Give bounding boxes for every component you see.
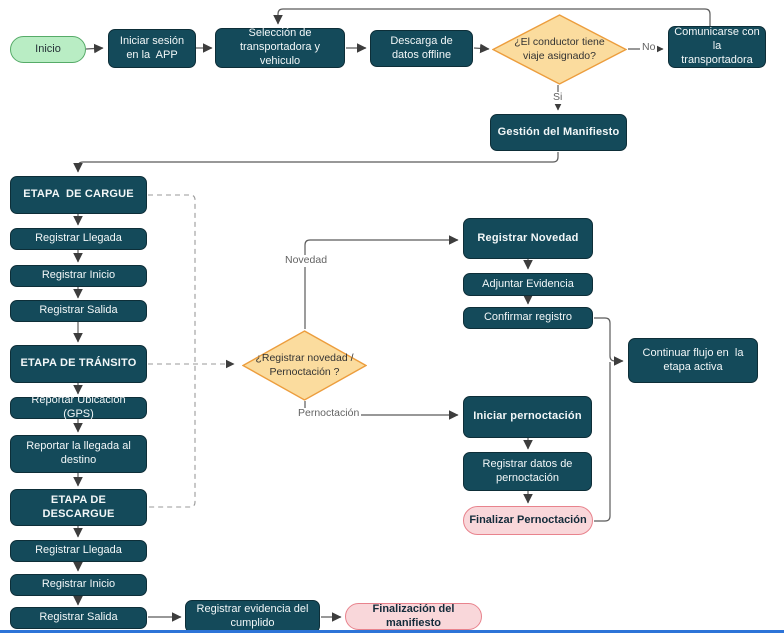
node-reg-llegada-1: Registrar Llegada [10, 228, 147, 250]
node-descarga: Descarga de datos offline [370, 30, 473, 67]
node-adjuntar: Adjuntar Evidencia [463, 273, 593, 296]
edge-novedad-branch [304, 235, 459, 329]
node-finalizacion: Finalización del manifiesto [345, 603, 482, 630]
node-iniciar-pern: Iniciar pernoctación [463, 396, 592, 438]
node-continuar: Continuar flujo en la etapa activa [628, 338, 758, 383]
edge-finalizar-continuar [594, 362, 611, 522]
node-finalizar-pern: Finalizar Pernoctación [463, 506, 593, 535]
node-reg-inicio-2: Registrar Inicio [10, 574, 147, 596]
node-diamond-novedad: ¿Registrar novedad / Pernoctación ? [242, 330, 367, 401]
edge-gestion-to-cargue [73, 152, 559, 173]
node-etapa-cargue: ETAPA DE CARGUE [10, 176, 147, 214]
decision-diamond-shape [242, 330, 367, 401]
edge-loop-comunicarse-to-seleccion [273, 8, 711, 26]
node-reg-datos-pern: Registrar datos de pernoctación [463, 452, 592, 491]
window-bottom-border [0, 630, 784, 633]
edge-descarga-to-decision [473, 43, 490, 54]
node-seleccion: Selección de transportadora y vehiculo [215, 27, 345, 68]
node-reg-novedad: Registrar Novedad [463, 218, 593, 259]
node-reg-salida-1: Registrar Salida [10, 300, 147, 322]
node-reg-llegada-2: Registrar Llegada [10, 540, 147, 562]
node-comunicarse: Comunicarse con la transportadora [668, 26, 766, 68]
node-reg-evidencia: Registrar evidencia del cumplido [185, 600, 320, 633]
node-reportar-gps: Reportar Ubicación (GPS) [10, 394, 147, 420]
node-reg-inicio-1: Registrar Inicio [10, 265, 147, 287]
decision-diamond-shape [492, 14, 627, 85]
node-diamond-viaje: ¿El conductor tiene viaje asignado? [492, 14, 627, 85]
node-reportar-llegada: Reportar la llegada al destino [10, 435, 147, 473]
node-etapa-transito: ETAPA DE TRÁNSITO [10, 345, 147, 383]
node-label: ¿El conductor tiene viaje asignado? [514, 36, 608, 62]
edge-label-no: No [640, 41, 658, 54]
node-etapa-descargue: ETAPA DE DESCARGUE [10, 489, 147, 526]
node-reg-salida-2: Registrar Salida [10, 607, 147, 629]
edge-label-novedad: Novedad [283, 254, 330, 267]
edge-confirmar-continuar [594, 317, 624, 366]
edge-label-pernoctacion: Pernoctación [296, 407, 362, 420]
node-iniciar-sesion: Iniciar sesión en la APP [108, 29, 196, 68]
node-confirmar: Confirmar registro [463, 307, 593, 329]
node-gestion: Gestión del Manifiesto [490, 114, 627, 151]
edge-dashed-spine [148, 194, 196, 508]
node-inicio: Inicio [10, 36, 86, 63]
node-label: ¿Registrar novedad / Pernoctación ? [255, 352, 357, 378]
edge-inicio-to-sesion [85, 43, 104, 54]
edge-label-si: Si [551, 91, 565, 104]
